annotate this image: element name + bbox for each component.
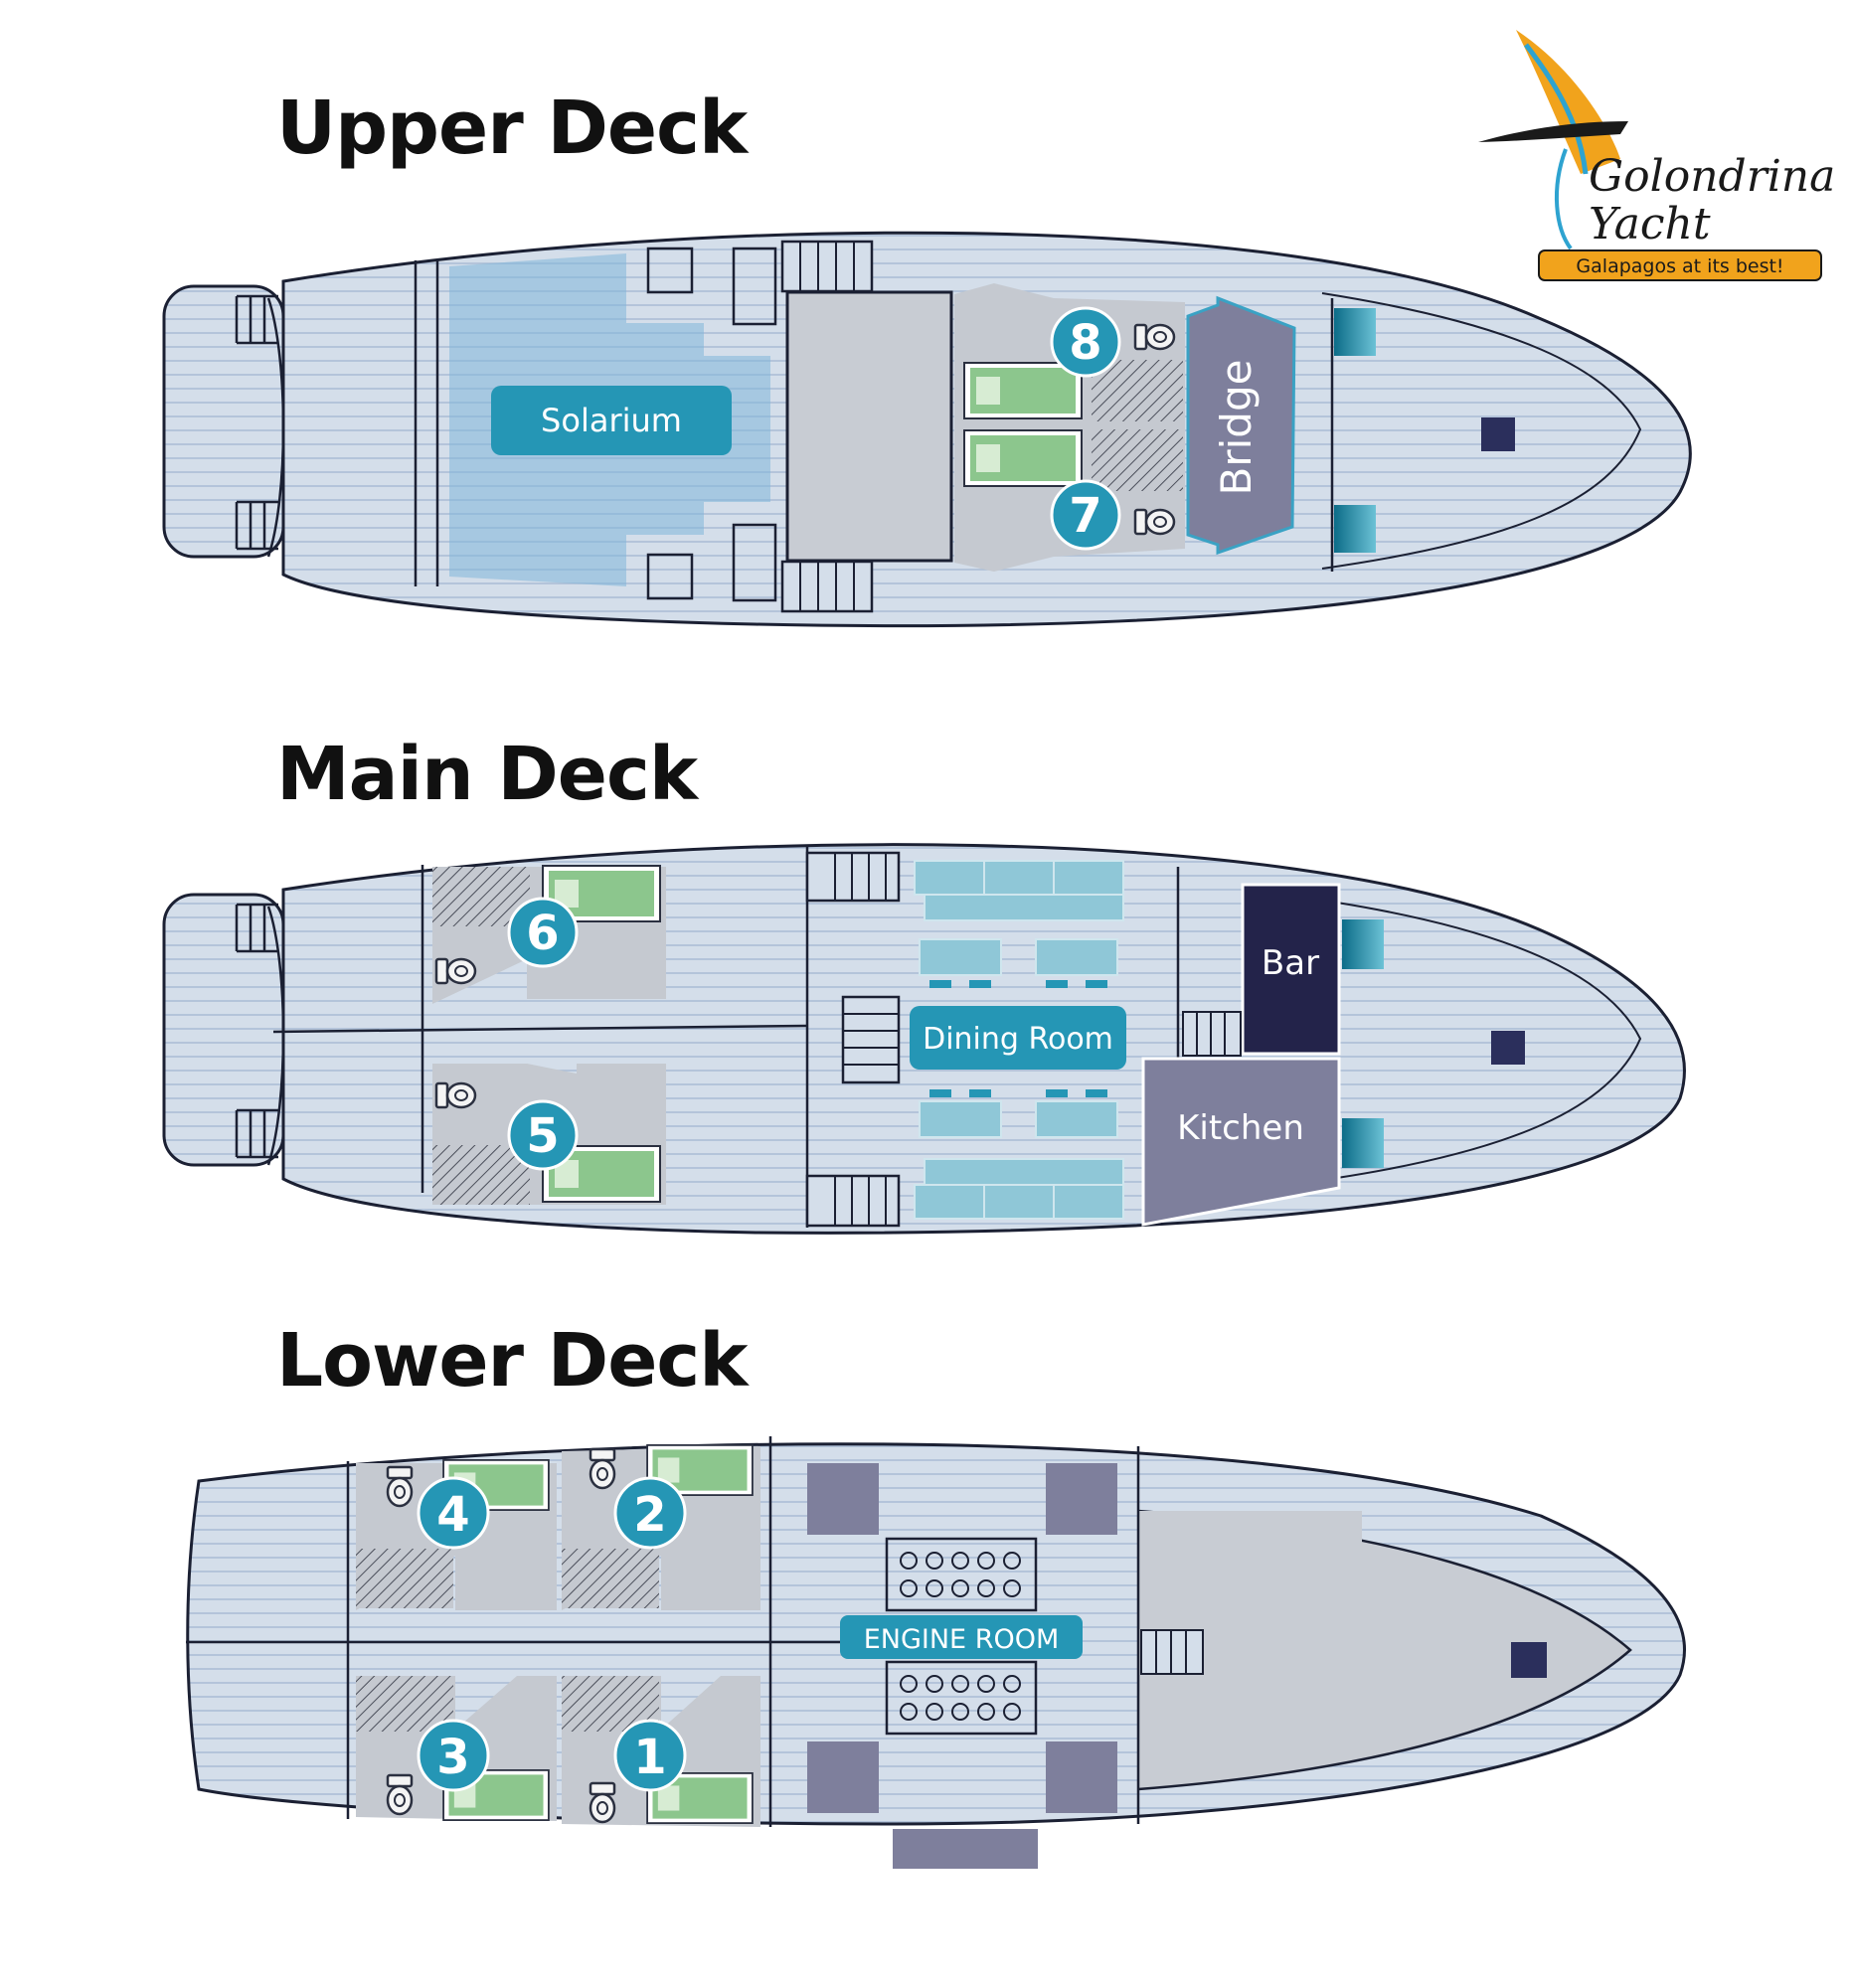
main-deck-plan: 6 5 [162,843,1686,1235]
bird-body-icon [1478,121,1628,142]
cabin-8-number: 8 [1069,315,1101,371]
bridge-label: Bridge [1212,360,1261,496]
logo-tagline: Galapagos at its best! [1576,255,1783,277]
bridge-room [1186,295,1296,556]
bar-room [1241,883,1341,1056]
cabin-7-badge[interactable] [1050,479,1121,551]
cabin-2-badge[interactable] [613,1476,687,1550]
cabin-7-number: 7 [1069,488,1101,544]
cabin-2-number: 2 [633,1487,666,1543]
cabin-7-bed [962,429,1084,487]
cabin-8-badge[interactable] [1050,306,1121,378]
engine-cylinder [1003,1579,1021,1597]
cabin-5-number: 5 [526,1108,559,1164]
engine-cylinder [951,1703,969,1721]
engine-cylinder [977,1675,995,1693]
engine-cylinder [951,1675,969,1693]
upper-deck-title: Upper Deck [276,85,748,171]
cabin-1-number: 1 [633,1730,666,1785]
engine-cylinder [1003,1703,1021,1721]
upper-anchor-hatch [1481,417,1515,451]
cabin-1-badge[interactable] [613,1719,687,1792]
upper-cabin-area [954,283,1185,572]
engine-cylinder [1003,1675,1021,1693]
cabin-5-toilet [434,1081,477,1109]
lower-anchor-hatch [1511,1642,1547,1678]
engine-cylinder [926,1703,943,1721]
engine-cylinder [926,1579,943,1597]
engine-cylinder [977,1552,995,1570]
bar-label: Bar [1262,943,1319,983]
cabin-7-toilet [1133,508,1176,536]
kitchen-room [1141,1057,1341,1227]
upper-fore-stair-bottom [1334,505,1376,553]
engine-cylinder [926,1675,943,1693]
logo-brand-line1: Golondrina [1589,151,1835,202]
dining-room-label: Dining Room [923,1022,1113,1057]
cabin-6-toilet [434,957,477,985]
engine-cylinder [926,1552,943,1570]
kitchen-label: Kitchen [1177,1108,1304,1148]
cabin-4-badge[interactable] [417,1476,490,1550]
engine-cylinder [900,1703,918,1721]
upper-deck-plan: Solarium 8 7 Bridge [162,231,1692,628]
golondrina-yacht-logo: Golondrina Yacht Galapagos at its best! [1478,30,1835,281]
cabin-6-badge[interactable] [507,897,579,968]
cabin-8-bed [962,362,1084,419]
lower-deck-plan: 4 2 3 1 ENGINE R [186,1436,1686,1869]
main-deck-title: Main Deck [276,732,698,817]
engine-cylinder [951,1579,969,1597]
lower-deck-title: Lower Deck [276,1318,748,1404]
cabin-5-badge[interactable] [507,1099,579,1171]
engine-room-label: ENGINE ROOM [864,1624,1060,1655]
cabin-3-number: 3 [436,1730,469,1785]
cabin-3-badge[interactable] [417,1719,490,1792]
logo-tagline-box [1538,249,1822,281]
dining-furniture [914,860,1124,1220]
engine-cylinder [951,1552,969,1570]
upper-central-block [785,290,953,563]
engine-cylinders [900,1552,1021,1721]
engine-cylinder [1003,1552,1021,1570]
engine-cylinder [977,1579,995,1597]
engine-cylinder [900,1552,918,1570]
cabin-3-toilet [386,1773,414,1816]
engine-cylinder [900,1579,918,1597]
dining-room-label-box [910,1006,1126,1070]
engine-cylinder [900,1675,918,1693]
cabin-2-toilet [589,1447,616,1490]
main-anchor-hatch [1491,1031,1525,1065]
upper-fore-stair-top [1334,308,1376,356]
cabin-1-toilet [589,1781,616,1824]
logo-brand-line2: Yacht [1589,199,1711,249]
cabin-4-number: 4 [436,1487,469,1543]
cabin-6-number: 6 [526,906,559,961]
engine-room-label-box [840,1615,1083,1659]
engine-cylinder [977,1703,995,1721]
solarium-label: Solarium [541,402,682,439]
cabin-4-toilet [386,1465,414,1508]
cabin-8-toilet [1133,323,1176,351]
solarium-label-box [491,386,732,455]
